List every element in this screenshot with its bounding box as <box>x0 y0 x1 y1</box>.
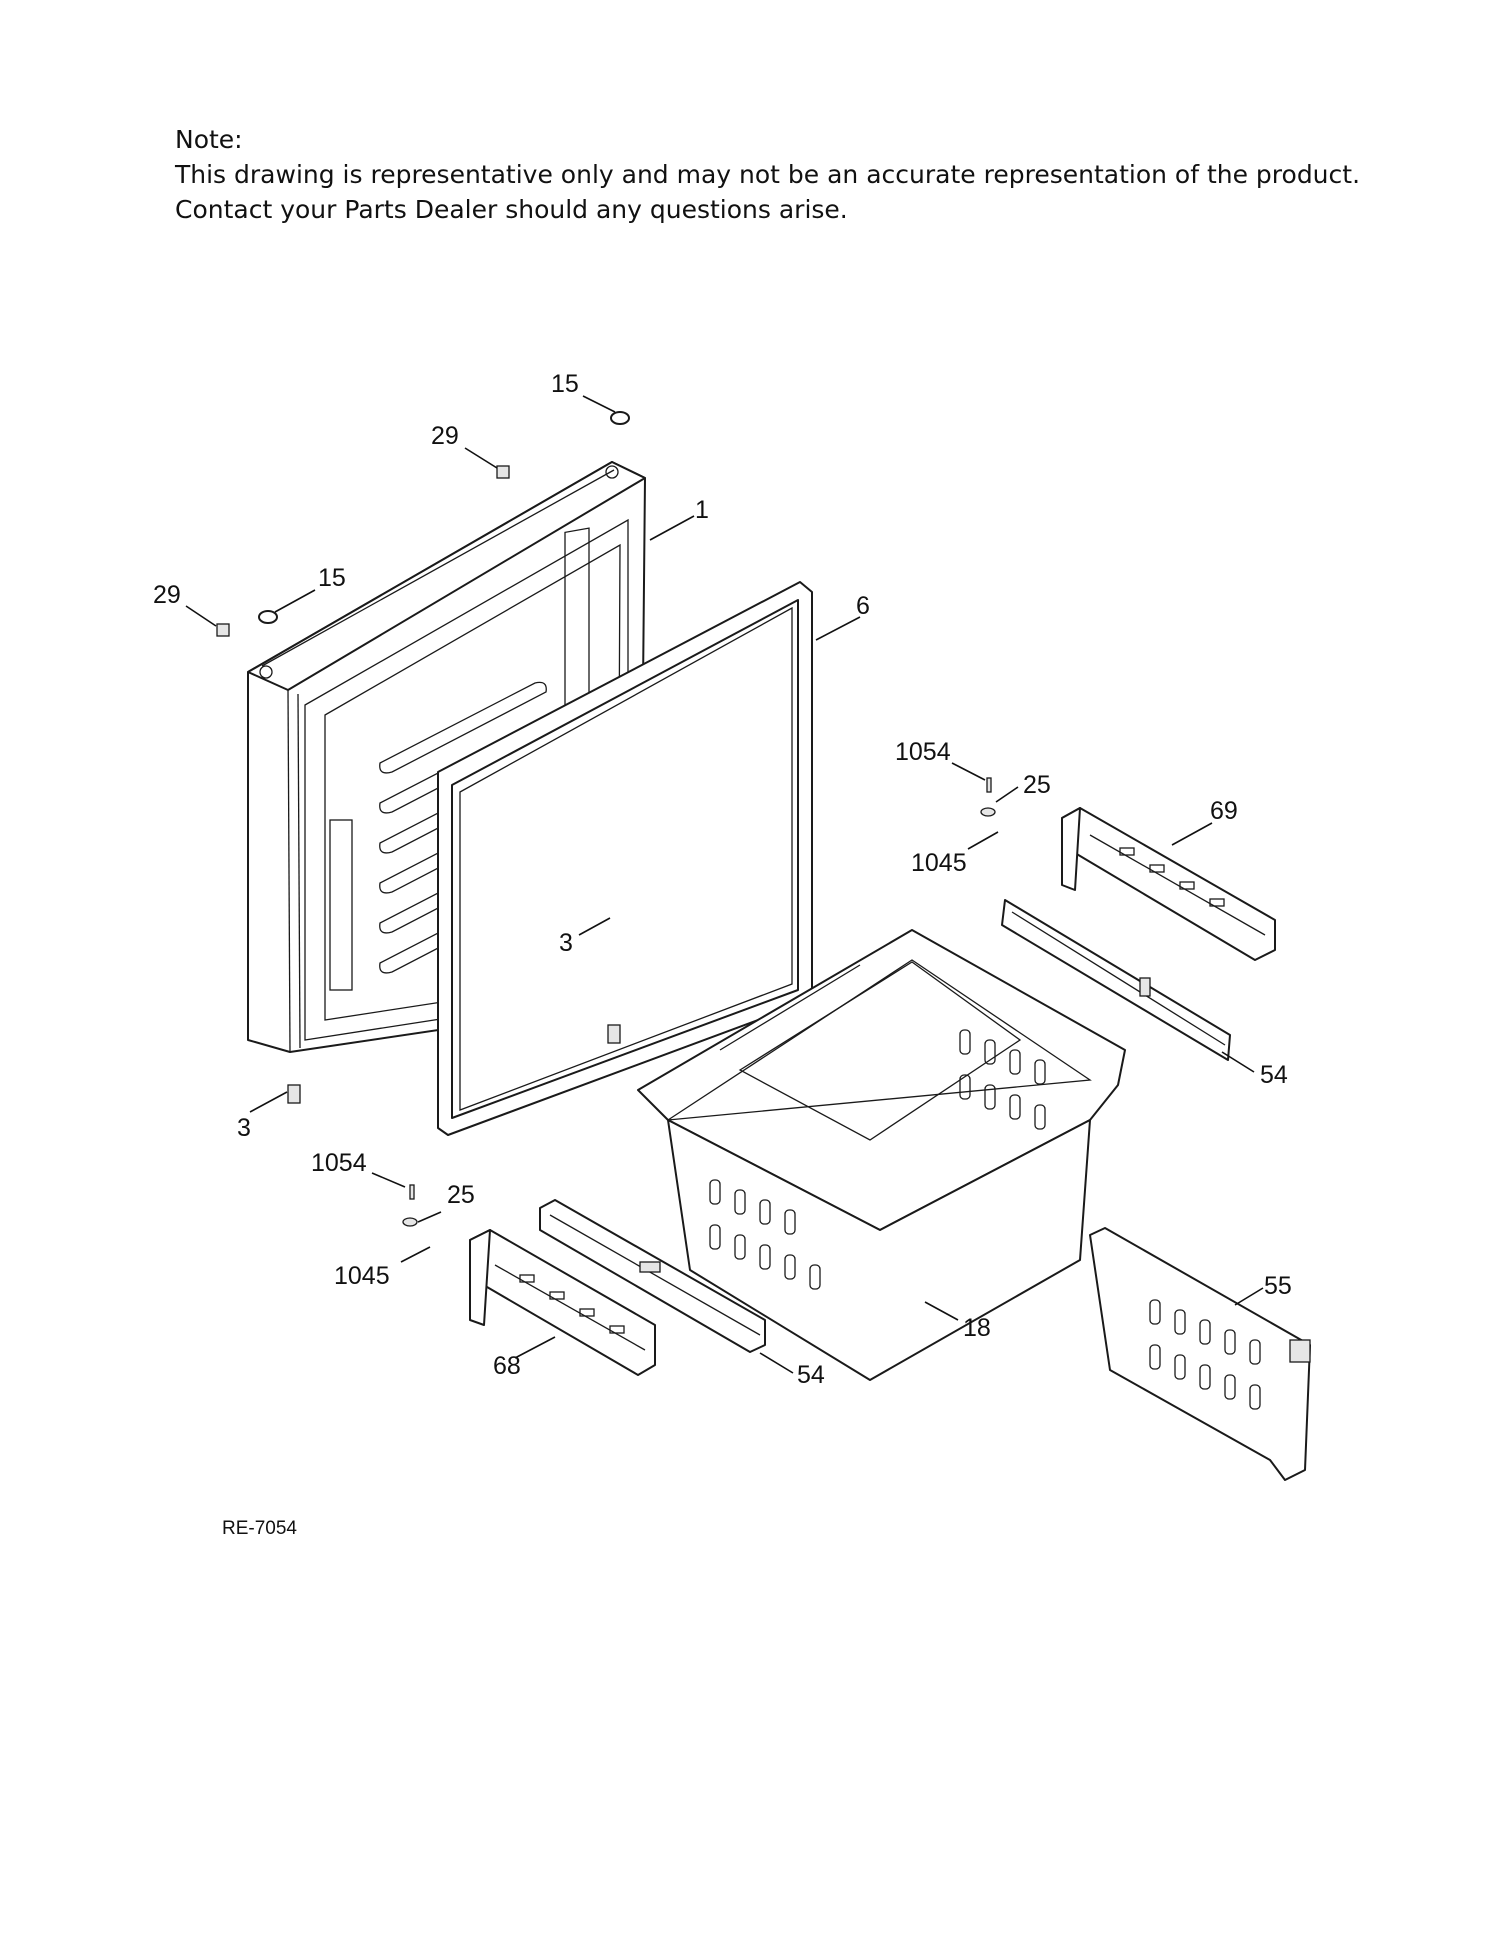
callout-29-top: 29 <box>431 422 459 450</box>
callout-3-mid: 3 <box>559 929 573 957</box>
callout-15-top: 15 <box>551 370 579 398</box>
small-hardware <box>216 411 996 1227</box>
callout-25-right: 25 <box>1023 771 1051 799</box>
callout-1045-right: 1045 <box>911 849 967 877</box>
note-line-1: This drawing is representative only and … <box>175 160 1361 189</box>
left-rail <box>539 1199 766 1353</box>
basket-vents-side <box>959 1029 1046 1130</box>
note-heading: Note: <box>175 125 243 154</box>
callout-29-left: 29 <box>153 581 181 609</box>
callout-1054-left: 1054 <box>311 1149 367 1177</box>
callout-69: 69 <box>1210 797 1238 825</box>
callout-55: 55 <box>1264 1272 1292 1300</box>
right-bracket <box>1061 807 1276 961</box>
reference-code: RE-7054 <box>222 1518 297 1539</box>
callout-68: 68 <box>493 1352 521 1380</box>
leader-lines <box>185 395 1264 1374</box>
door-gasket <box>437 581 813 1136</box>
callout-54-left: 54 <box>797 1361 825 1389</box>
note-block: Note: This drawing is representative onl… <box>175 122 1425 227</box>
callout-1: 1 <box>695 496 709 524</box>
callout-6: 6 <box>856 592 870 620</box>
right-rail <box>1001 899 1231 1061</box>
callout-25-left: 25 <box>447 1181 475 1209</box>
callouts: 15 29 1 15 29 6 1054 25 69 1045 3 54 3 1… <box>153 370 1292 1389</box>
callout-3-left: 3 <box>237 1114 251 1142</box>
callout-54-right: 54 <box>1260 1061 1288 1089</box>
callout-1045-left: 1045 <box>334 1262 390 1290</box>
basket-vents-front <box>709 1179 821 1290</box>
callout-15-left: 15 <box>318 564 346 592</box>
left-bracket <box>469 1229 656 1376</box>
freezer-basket <box>637 929 1126 1381</box>
note-line-2: Contact your Parts Dealer should any que… <box>175 195 848 224</box>
callout-18: 18 <box>963 1314 991 1342</box>
basket-front <box>1089 1227 1311 1481</box>
callout-1054-right: 1054 <box>895 738 951 766</box>
